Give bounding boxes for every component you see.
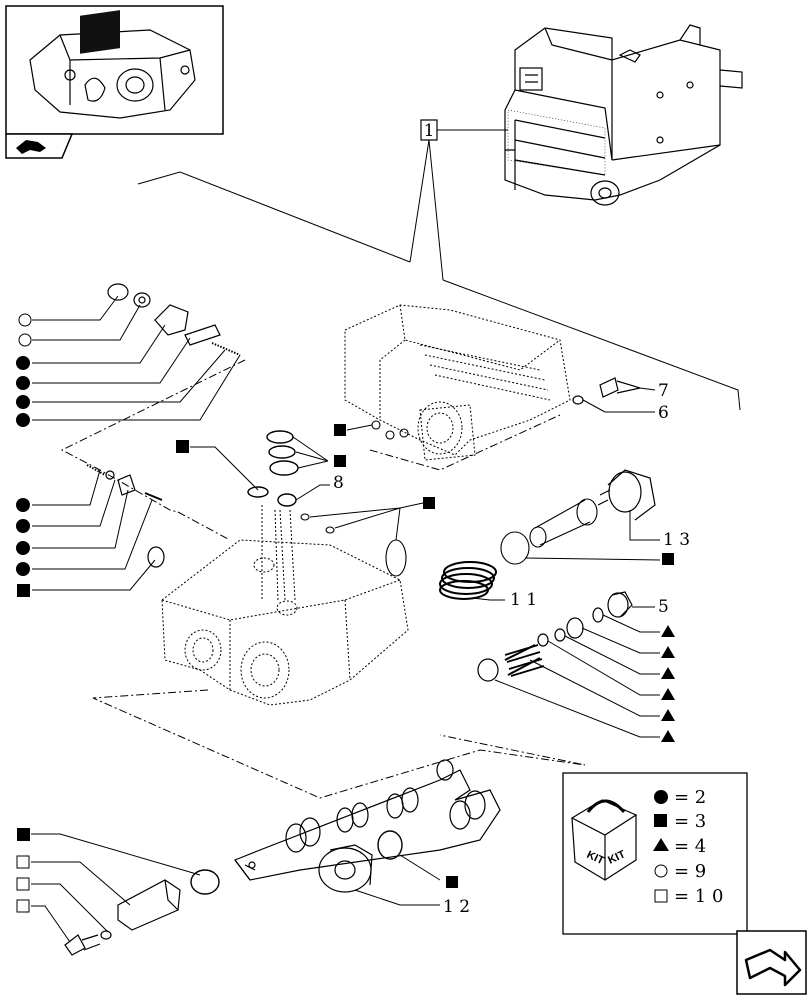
- leader-line-11: [471, 597, 505, 601]
- plug-part-13[interactable]: [597, 469, 656, 521]
- legend-text-open-circle: = 9: [674, 861, 706, 882]
- legend-text-filled-triangle: = 4: [674, 836, 706, 857]
- leader-lines-seals: [190, 436, 330, 501]
- kit-symbol-square-bottom: [17, 828, 30, 841]
- leader-lines-bottom-left: [31, 833, 201, 943]
- hand-pointer-icon[interactable]: [5, 133, 74, 159]
- assembly-chainline-cover: [369, 414, 561, 471]
- assembled-valve-dark-band: [507, 109, 606, 176]
- spool-end-cap[interactable]: [117, 879, 181, 931]
- triangle-symbol-column: [661, 625, 675, 742]
- left-leader-lines: [32, 295, 241, 591]
- cover-housing: [344, 304, 571, 461]
- kit-symbol-open-square-1: [16, 855, 30, 869]
- assembled-valve-drawing: [504, 24, 743, 206]
- detent-parts[interactable]: [86, 283, 241, 568]
- spool-end-seal[interactable]: [190, 830, 403, 895]
- kit-symbol-square-seals: [334, 455, 346, 467]
- part-label-12: 1 2: [443, 897, 470, 917]
- legend-symbol-filled-circle: [654, 790, 668, 804]
- legend-symbol-open-square: [654, 889, 668, 903]
- legend-text-filled-square: = 3: [674, 811, 706, 832]
- callout-box-1[interactable]: 1: [420, 119, 438, 141]
- kit-symbol-square-13: [662, 553, 674, 565]
- spring-coil-small: [504, 644, 545, 677]
- cap-part-5[interactable]: [607, 591, 633, 618]
- kit-symbol-square-12: [446, 876, 458, 888]
- thumbnail-panel[interactable]: [5, 5, 224, 159]
- kit-legend-box: KIT KIT = 2 = 3 = 4 = 9 = 1 0: [562, 772, 748, 935]
- legend-text-open-square: = 1 0: [674, 886, 723, 907]
- kit-symbol-open-square-3: [16, 899, 30, 913]
- leader-line-12: [354, 854, 441, 906]
- screw-part-7[interactable]: [599, 377, 641, 398]
- kit-symbol-square-body-top: [176, 440, 189, 453]
- legend-text-filled-circle: = 2: [674, 787, 706, 808]
- leader-lines-orings: [309, 502, 424, 541]
- part-label-8: 8: [333, 473, 344, 493]
- small-seal-parts[interactable]: [477, 607, 604, 682]
- next-page-arrow-icon[interactable]: [736, 930, 807, 995]
- washer-part-6[interactable]: [572, 395, 584, 405]
- assembly-chainline-body: [92, 689, 586, 799]
- legend-symbol-filled-square: [654, 814, 667, 827]
- valve-body: [161, 505, 409, 706]
- part-label-6: 6: [658, 403, 669, 423]
- part-label-13: 1 3: [663, 530, 690, 550]
- kit-symbol-open-square-2: [16, 877, 30, 891]
- small-orings-body[interactable]: [300, 513, 407, 577]
- callout-1-leader-lines: [409, 129, 508, 281]
- thumbnail-highlight-block: [80, 10, 120, 54]
- spring-part-11[interactable]: [439, 561, 497, 600]
- legend-symbol-filled-triangle: [653, 838, 669, 851]
- bolt-bottom[interactable]: [64, 934, 101, 956]
- left-symbol-column: [16, 313, 32, 597]
- part-label-5: 5: [658, 597, 669, 617]
- spool-part[interactable]: [234, 759, 501, 881]
- callout-box-1-label: 1: [424, 121, 435, 141]
- leader-lines-6-7: [582, 387, 656, 413]
- seal-stack-part-8[interactable]: [247, 430, 299, 507]
- leader-lines-13: [524, 510, 661, 561]
- part-label-7: 7: [658, 381, 669, 401]
- piston-sleeve[interactable]: [500, 498, 598, 565]
- cover-small-orings: [371, 420, 409, 440]
- assembly-chainline-detent: [60, 359, 246, 541]
- leader-lines-triangles: [494, 614, 660, 738]
- kit-symbol-square-orings: [423, 497, 435, 509]
- kit-box-icon: [570, 799, 638, 882]
- washer-bottom[interactable]: [100, 930, 112, 940]
- exploded-view-outline: [137, 171, 741, 411]
- plug-part-12[interactable]: [318, 844, 373, 893]
- legend-symbol-open-circle: [654, 864, 668, 878]
- part-label-11: 1 1: [510, 590, 537, 610]
- kit-symbol-square-cover: [334, 424, 346, 436]
